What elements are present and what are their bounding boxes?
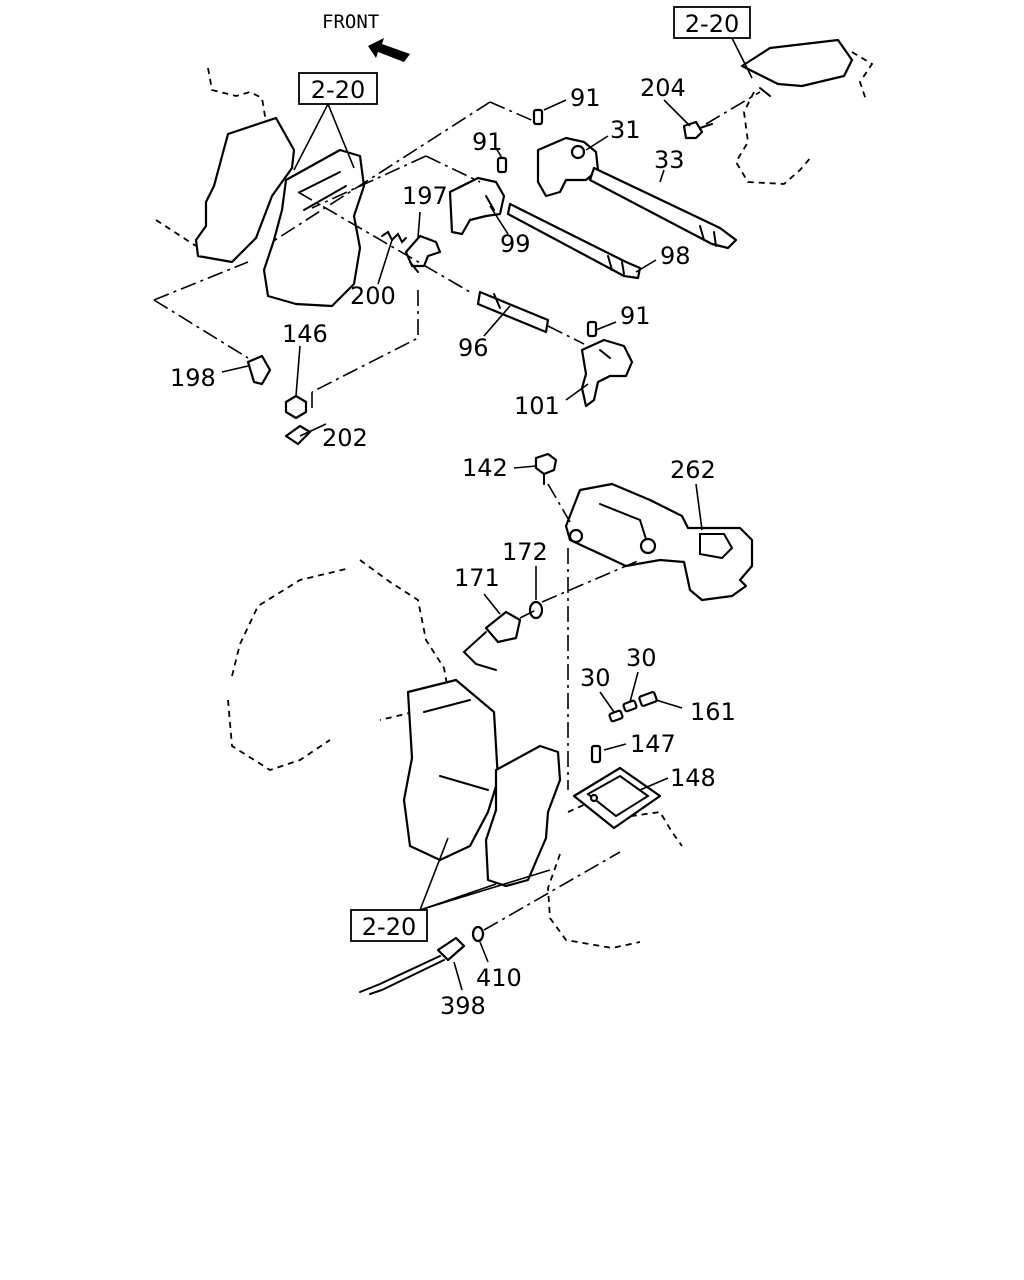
pins-91 <box>496 108 598 338</box>
shift-lever-197 <box>404 234 442 273</box>
pin-147 <box>590 744 602 764</box>
transmission-case-bottom <box>227 559 500 862</box>
svg-text:2-20: 2-20 <box>311 76 365 104</box>
svg-text:2-20: 2-20 <box>362 913 416 941</box>
lower-housing-bottom-right <box>547 803 683 949</box>
callouts: 91 204 31 91 33 197 99 98 200 146 91 96 … <box>170 74 736 1020</box>
callout-198: 198 <box>170 364 216 392</box>
shift-fork-31 <box>536 136 600 198</box>
callout-410: 410 <box>476 964 522 992</box>
callout-148: 148 <box>670 764 716 792</box>
shift-fork-101 <box>580 338 634 408</box>
shift-fork-99 <box>448 176 506 236</box>
callout-98: 98 <box>660 242 691 270</box>
callout-172: 172 <box>502 538 548 566</box>
switch-171 <box>462 610 522 671</box>
callout-262: 262 <box>670 456 716 484</box>
callout-33: 33 <box>654 146 685 174</box>
callout-197: 197 <box>402 182 448 210</box>
shift-rail-33 <box>588 166 738 250</box>
washer-172 <box>528 600 544 620</box>
callout-200: 200 <box>350 282 396 310</box>
spring-200 <box>381 230 407 244</box>
callout-146: 146 <box>282 320 328 348</box>
bracket-198 <box>246 354 272 386</box>
callout-91: 91 <box>570 84 601 112</box>
plug-202 <box>284 424 312 446</box>
callout-31: 31 <box>610 116 641 144</box>
callout-30: 30 <box>626 644 657 672</box>
section-ref-bottom: 2-20 <box>350 837 551 942</box>
plug-161 <box>638 691 658 707</box>
callout-99: 99 <box>500 230 531 258</box>
callout-171: 171 <box>454 564 500 592</box>
callout-91: 91 <box>620 302 651 330</box>
sensor-398 <box>359 936 466 995</box>
callout-398: 398 <box>440 992 486 1020</box>
washer-410 <box>471 925 485 943</box>
front-arrow-icon <box>368 38 410 62</box>
gasket-plate-top <box>262 148 366 308</box>
bolt-204 <box>682 120 713 140</box>
assembly-lines-top <box>153 91 761 408</box>
bolt-142 <box>534 452 558 485</box>
gasket-plate-bottom <box>484 744 562 888</box>
callout-147: 147 <box>630 730 676 758</box>
transmission-case-top-right <box>734 38 874 185</box>
callout-96: 96 <box>458 334 489 362</box>
front-label: FRONT <box>322 11 379 33</box>
callout-202: 202 <box>322 424 368 452</box>
section-ref-top-right: 2-20 <box>673 6 753 79</box>
transmission-case-top-left <box>155 67 296 264</box>
callout-30: 30 <box>580 664 611 692</box>
pins-30 <box>608 699 638 723</box>
assembly-lines-bottom <box>483 483 641 931</box>
shift-cover-262 <box>564 482 754 602</box>
shift-rail-96 <box>476 290 550 334</box>
section-ref-top-left: 2-20 <box>293 72 378 171</box>
callout-161: 161 <box>690 698 736 726</box>
cover-plate-148 <box>572 766 662 830</box>
svg-text:2-20: 2-20 <box>685 10 739 38</box>
shift-rail-98 <box>506 202 642 280</box>
callout-101: 101 <box>514 392 560 420</box>
callout-91: 91 <box>472 128 503 156</box>
bolt-146 <box>284 394 308 420</box>
callout-142: 142 <box>462 454 508 482</box>
callout-204: 204 <box>640 74 686 102</box>
